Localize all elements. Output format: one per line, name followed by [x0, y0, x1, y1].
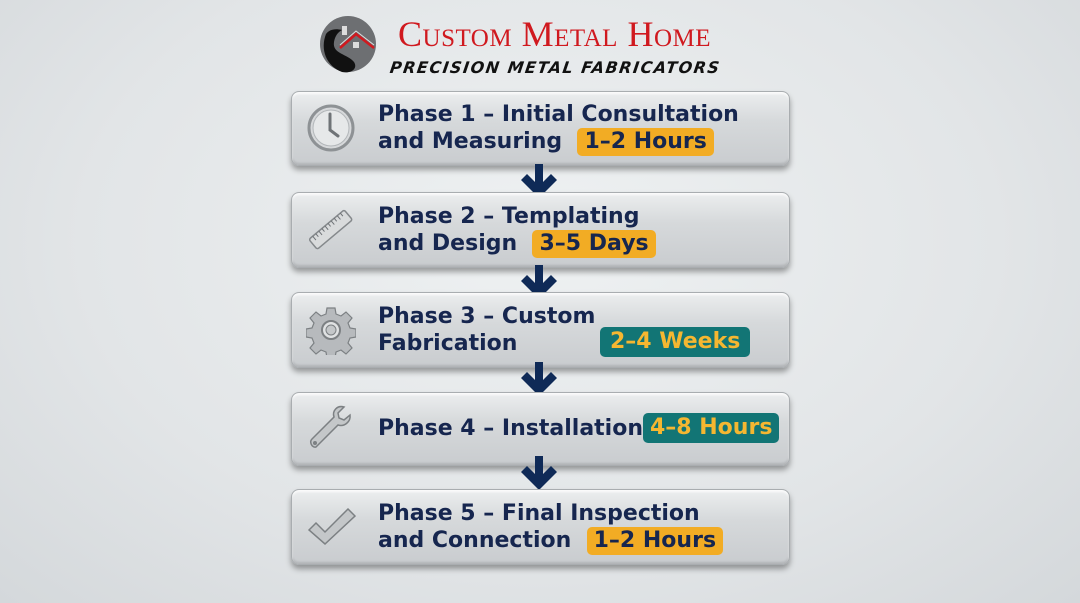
arrow-down-icon	[521, 164, 557, 198]
phase-5-subtitle: and Connection	[378, 528, 572, 553]
tagline: PRECISION METAL FABRICATORS	[388, 58, 722, 77]
wrench-icon	[310, 405, 351, 448]
header: Custom Metal Home PRECISION METAL FABRIC…	[318, 12, 768, 82]
clock-icon	[307, 104, 355, 152]
phase-4-duration-badge: 4–8 Hours	[643, 413, 780, 443]
house-logo-icon	[320, 16, 376, 73]
brand-name: Custom Metal Home	[398, 14, 711, 54]
phase-4-card: Phase 4 – Installation 4–8 Hours	[291, 392, 790, 466]
arrow-down-icon	[521, 456, 557, 490]
phase-1-duration-badge: 1–2 Hours	[577, 128, 714, 156]
phase-2-title: Phase 2 – Templating	[378, 204, 640, 229]
phase-5-duration-badge: 1–2 Hours	[586, 527, 724, 555]
phase-1-title: Phase 1 – Initial Consultation	[378, 102, 739, 127]
phase-3-card: Phase 3 – Custom Fabrication 2–4 Weeks	[291, 292, 790, 368]
phase-3-duration-badge: 2–4 Weeks	[600, 327, 751, 357]
phase-4-title: Phase 4 – Installation	[378, 416, 643, 441]
arrow-down-icon	[521, 265, 557, 299]
phase-1-card: Phase 1 – Initial Consultation and Measu…	[291, 91, 790, 166]
ruler-icon	[308, 209, 353, 250]
checkmark-icon	[307, 507, 356, 546]
phase-2-subtitle: and Design	[378, 231, 518, 256]
phase-2-duration-badge: 3–5 Days	[532, 230, 656, 258]
phase-5-card: Phase 5 – Final Inspection and Connectio…	[291, 489, 790, 565]
gear-icon	[306, 307, 356, 355]
arrow-down-icon	[521, 362, 557, 396]
phase-2-card: Phase 2 – Templating and Design 3–5 Days	[291, 192, 790, 268]
phase-1-subtitle: and Measuring	[378, 129, 563, 154]
phase-5-title: Phase 5 – Final Inspection	[378, 501, 700, 526]
phase-3-subtitle: Fabrication	[378, 331, 518, 356]
phase-3-title: Phase 3 – Custom	[378, 304, 596, 329]
